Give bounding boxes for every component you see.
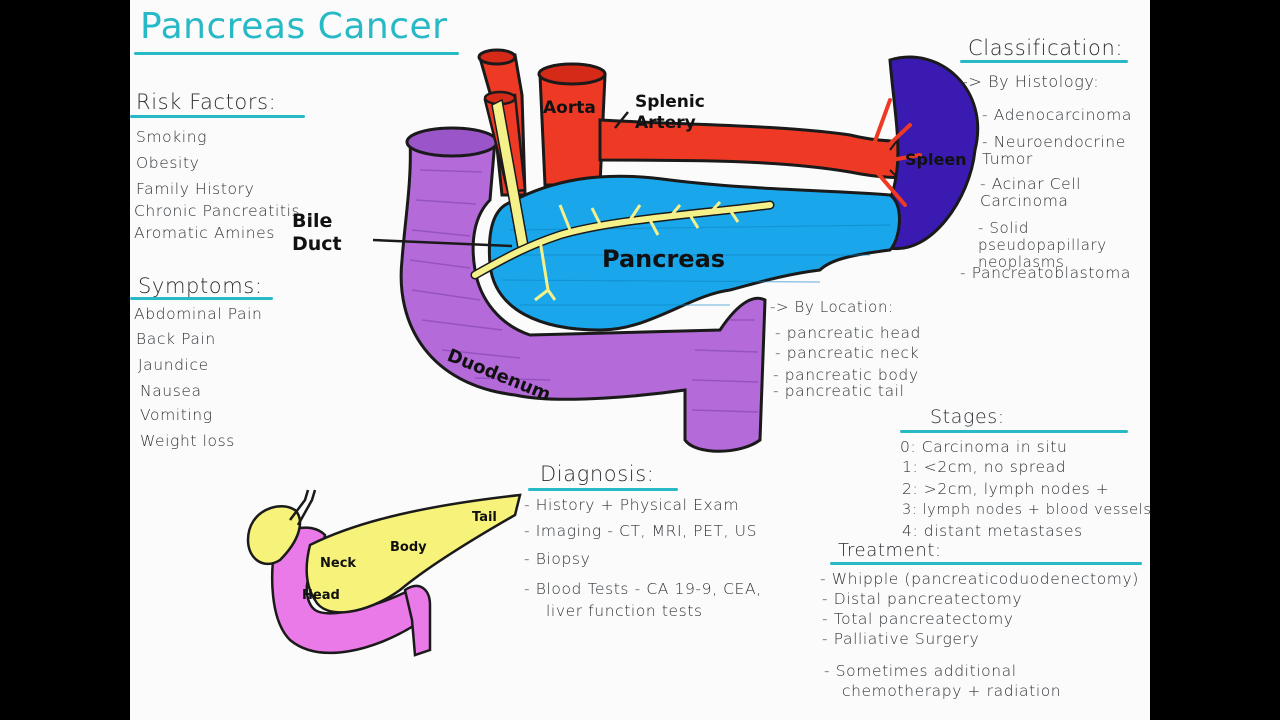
stages-underline <box>900 430 1128 433</box>
risk-factor-item: Obesity <box>136 154 200 172</box>
risk-factor-item: Aromatic Amines <box>134 224 275 242</box>
bile-duct-label: Bile Duct <box>292 210 342 255</box>
classification-heading: Classification: <box>968 36 1124 60</box>
symptoms-heading: Symptoms: <box>138 274 263 298</box>
small-pancreas-diagram <box>246 489 522 657</box>
body-label: Body <box>390 540 427 555</box>
bile-duct-shape <box>470 98 775 302</box>
head-label: Head <box>302 588 340 603</box>
location-item: - pancreatic neck <box>775 344 920 362</box>
title-underline <box>134 52 459 55</box>
pancreas-shape <box>487 174 901 332</box>
treatment-item: - Palliative Surgery <box>822 630 980 648</box>
diagnosis-item: - Blood Tests - CA 19-9, CEA, <box>524 580 762 598</box>
neck-label: Neck <box>320 556 357 571</box>
by-location-label: -> By Location: <box>770 298 894 316</box>
spleen-shape <box>868 55 980 251</box>
bile-duct-pointer <box>372 238 513 248</box>
risk-factors-heading: Risk Factors: <box>136 90 277 114</box>
page-title: Pancreas Cancer <box>140 6 448 47</box>
diagnosis-item: liver function tests <box>546 602 703 620</box>
stage-item: 2: >2cm, lymph nodes + <box>902 480 1110 498</box>
aorta-shape <box>477 48 607 197</box>
risk-factor-item: Chronic Pancreatitis <box>134 202 301 220</box>
risk-factor-item: Family History <box>136 180 255 198</box>
symptom-item: Jaundice <box>138 356 209 374</box>
symptom-item: Nausea <box>140 382 202 400</box>
risk-factors-underline <box>130 115 305 118</box>
splenic-artery-label: Splenic Artery <box>635 92 705 133</box>
histology-item: - Pancreatoblastoma <box>960 264 1131 282</box>
location-item: - pancreatic tail <box>773 382 905 400</box>
diagnosis-item: - Imaging - CT, MRI, PET, US <box>524 522 758 540</box>
classification-underline <box>960 60 1128 63</box>
histology-item: - Adenocarcinoma <box>982 106 1132 124</box>
histology-item: - Solid pseudopapillary neoplasms <box>978 219 1107 271</box>
diagnosis-item: - History + Physical Exam <box>524 496 740 514</box>
stage-item: 0: Carcinoma in situ <box>900 438 1068 456</box>
stages-heading: Stages: <box>930 406 1005 428</box>
diagnosis-item: - Biopsy <box>524 550 591 568</box>
treatment-item: - Whipple (pancreaticoduodenectomy) <box>820 570 1139 588</box>
treatment-item: - Total pancreatectomy <box>822 610 1014 628</box>
treatment-heading: Treatment: <box>838 540 942 561</box>
stage-item: 3: lymph nodes + blood vessels <box>902 502 1150 518</box>
pancreas-label: Pancreas <box>602 245 726 273</box>
risk-factor-item: Smoking <box>136 128 208 146</box>
tail-label: Tail <box>472 510 497 525</box>
spleen-label: Spleen <box>905 150 967 169</box>
symptom-item: Abdominal Pain <box>134 305 263 323</box>
anatomy-diagram <box>246 48 980 657</box>
histology-item: - Acinar Cell Carcinoma <box>980 175 1082 210</box>
stage-item: 4: distant metastases <box>902 522 1083 540</box>
treatment-item: chemotherapy + radiation <box>842 682 1062 700</box>
treatment-item: - Sometimes additional <box>824 662 1017 680</box>
symptom-item: Back Pain <box>136 330 216 348</box>
treatment-underline <box>830 562 1142 565</box>
stage-item: 1: <2cm, no spread <box>902 458 1067 476</box>
diagnosis-heading: Diagnosis: <box>540 462 655 486</box>
whiteboard-sheet: Pancreas Cancer Risk Factors: Smoking Ob… <box>130 0 1150 720</box>
location-item: - pancreatic head <box>775 324 921 342</box>
symptom-item: Weight loss <box>140 432 235 450</box>
splenic-artery-pointer <box>614 111 629 129</box>
symptoms-underline <box>130 297 273 300</box>
duodenum-shape <box>399 126 767 453</box>
treatment-item: - Distal pancreatectomy <box>822 590 1023 608</box>
symptom-item: Vomiting <box>140 406 213 424</box>
by-histology-label: -> By Histology: <box>962 72 1100 91</box>
histology-item: - Neuroendocrine Tumor <box>982 133 1126 168</box>
diagnosis-underline <box>528 488 678 491</box>
location-item: - pancreatic body <box>773 366 919 384</box>
aorta-label: Aorta <box>543 98 596 118</box>
